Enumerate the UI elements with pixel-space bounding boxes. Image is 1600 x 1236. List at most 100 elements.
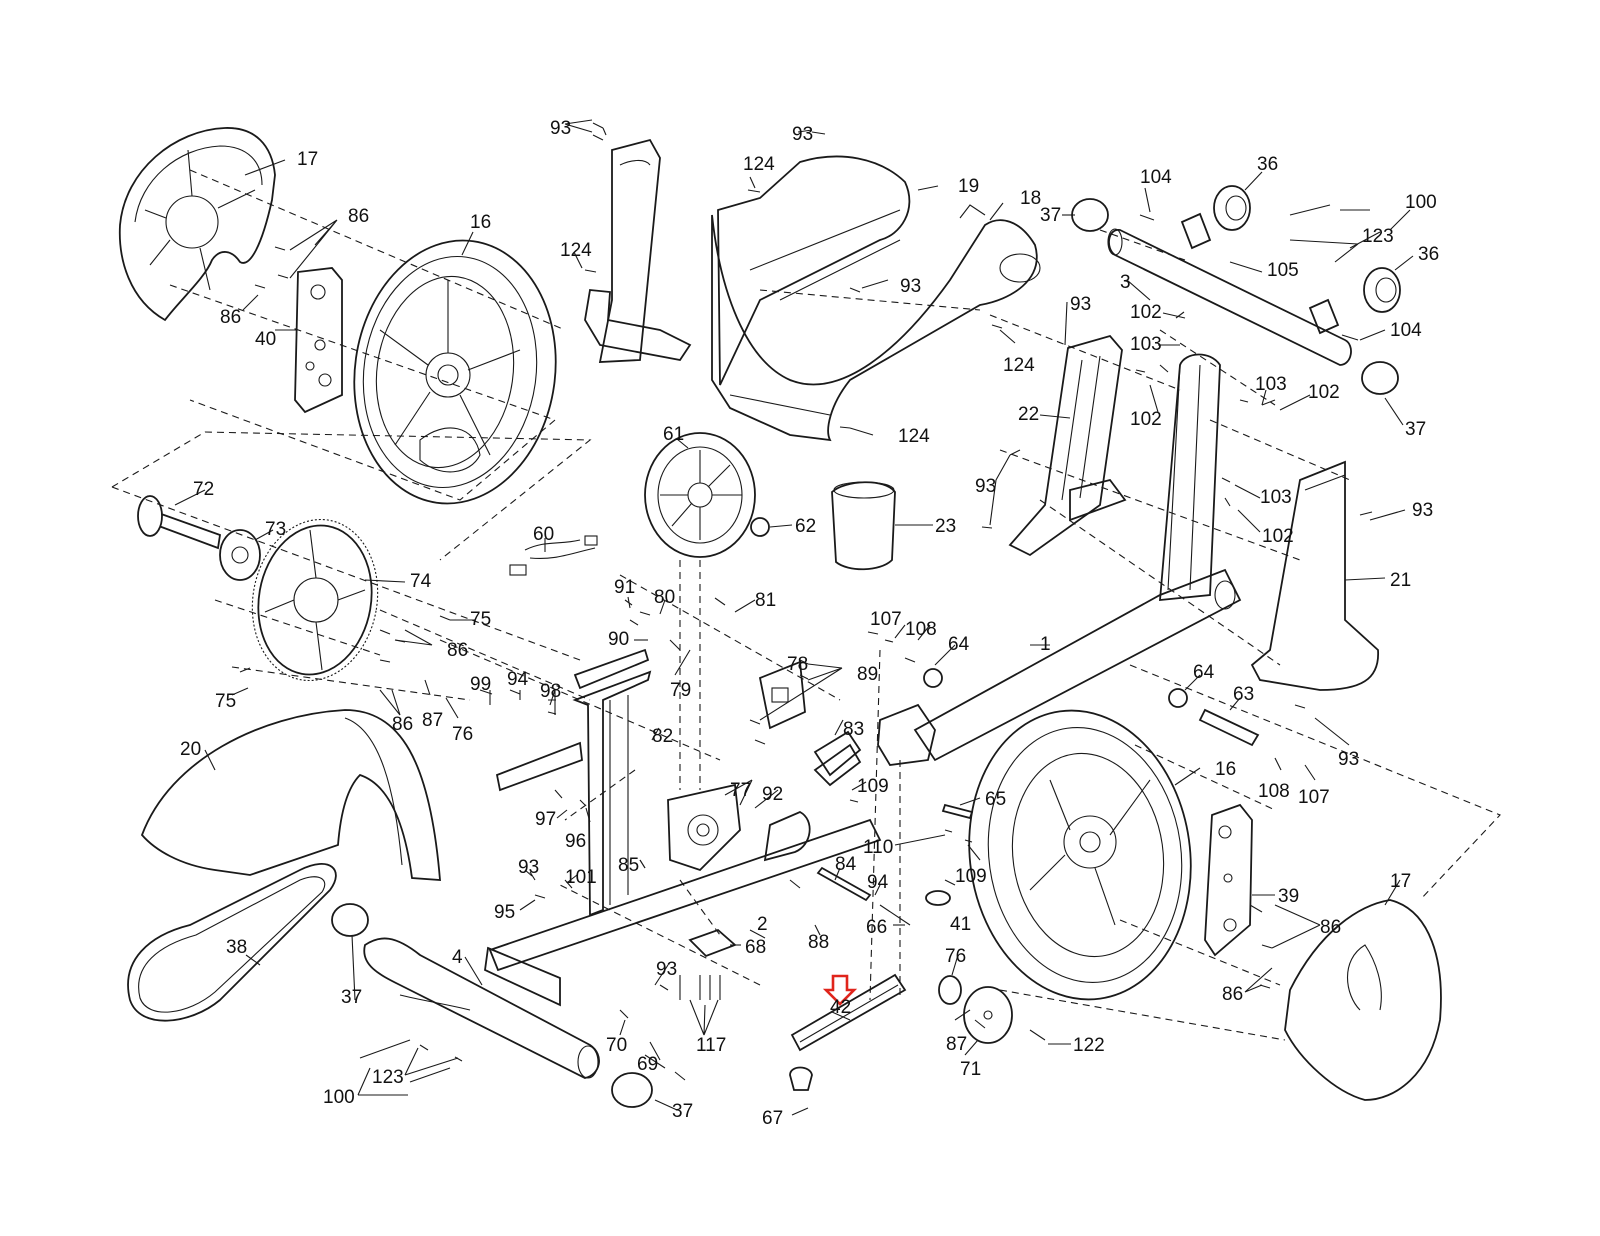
callout-87: 87 [422,710,443,731]
callout-99: 99 [470,674,491,695]
part-17-shroud-left [118,127,276,322]
hardware-fasteners [239,122,1381,1083]
callout-86: 86 [392,714,413,735]
callout-98: 98 [540,681,561,702]
part-19-18-console-shroud [711,155,1041,442]
callout-102: 102 [1130,302,1162,323]
callout-23: 23 [935,516,956,537]
callout-85: 85 [618,855,639,876]
callout-102: 102 [1308,382,1340,403]
callout-102: 102 [1262,526,1294,547]
callout-100: 100 [1405,192,1437,213]
callout-40: 40 [255,329,276,350]
callout-87: 87 [946,1034,967,1055]
callout-93: 93 [656,959,677,980]
callout-19: 19 [958,176,979,197]
callout-39: 39 [1278,886,1299,907]
part-drawings [118,127,1442,1108]
callout-77: 77 [730,780,751,801]
callout-20: 20 [180,739,201,760]
callout-62: 62 [795,516,816,537]
callout-86: 86 [1320,917,1341,938]
callout-18: 18 [1020,188,1041,209]
callout-36: 36 [1418,244,1439,265]
part-74-gear-ring [251,518,379,682]
callout-93: 93 [1070,294,1091,315]
part-64-bushing [1168,688,1188,708]
callout-90: 90 [608,629,629,650]
callout-79: 79 [670,680,691,701]
callout-89: 89 [857,664,878,685]
callout-93: 93 [900,276,921,297]
part-76-bearing [938,975,962,1005]
callout-103: 103 [1130,334,1162,355]
callout-37: 37 [1040,205,1061,226]
callout-93: 93 [975,476,996,497]
part-84-rod [816,866,872,902]
part-83-pad [813,743,862,787]
callout-64: 64 [948,634,970,655]
part-21-rear-cover [1250,460,1379,691]
callout-104: 104 [1390,320,1422,341]
part-3-axle-tube [1071,185,1401,395]
callout-84: 84 [835,854,857,875]
part-center-post-cover [584,138,692,363]
callout-69: 69 [637,1054,658,1075]
part-38-belt [127,863,337,1022]
callout-124: 124 [898,426,930,447]
part-77-92-brake [667,730,862,872]
callout-81: 81 [755,590,776,611]
callout-64: 64 [1193,662,1215,683]
callout-22: 22 [1018,404,1039,425]
callout-101: 101 [565,867,597,888]
callout-63: 63 [1233,684,1254,705]
callout-67: 67 [762,1108,783,1129]
part-60-wiring [509,535,598,576]
callout-104: 104 [1140,167,1172,188]
callout-92: 92 [762,784,783,805]
part-68-plate [688,928,737,958]
callout-91: 91 [614,577,635,598]
callout-107: 107 [1298,787,1330,808]
callout-124: 124 [743,154,775,175]
callout-78: 78 [787,654,808,675]
callout-2: 2 [757,914,768,935]
part-4-rear-stabilizer [331,903,653,1108]
callout-17: 17 [1390,871,1411,892]
part-78-bracket [758,660,806,730]
part-71-disc [963,986,1013,1044]
callout-124: 124 [560,240,592,261]
part-16-flywheel-bottom [968,709,1192,1001]
callout-93: 93 [1412,500,1433,521]
callout-37: 37 [341,987,362,1008]
callout-75: 75 [470,609,491,630]
callout-4: 4 [452,947,463,968]
callout-103: 103 [1255,374,1287,395]
callout-93: 93 [1338,749,1359,770]
callout-66: 66 [866,917,887,938]
callout-16: 16 [1215,759,1236,780]
part-39-bracket [1204,803,1253,957]
callout-108: 108 [905,619,937,640]
callout-36: 36 [1257,154,1278,175]
callout-117: 117 [696,1035,726,1056]
part-17-shroud-right [1284,899,1442,1101]
callout-103: 103 [1260,487,1292,508]
callout-123: 123 [1362,226,1394,247]
part-23-cup [831,481,896,571]
callout-83: 83 [843,719,864,740]
callout-124: 124 [1003,355,1035,376]
callout-86: 86 [348,206,369,227]
part-20-shroud [140,709,441,881]
callout-110: 110 [863,837,893,858]
callout-107: 107 [870,609,902,630]
callout-61: 61 [663,424,684,445]
callout-76: 76 [452,724,473,745]
callout-38: 38 [226,937,247,958]
part-40-bracket [294,267,343,414]
callout-65: 65 [985,789,1006,810]
callout-72: 72 [193,479,214,500]
callout-109: 109 [857,776,889,797]
callout-86: 86 [447,640,468,661]
